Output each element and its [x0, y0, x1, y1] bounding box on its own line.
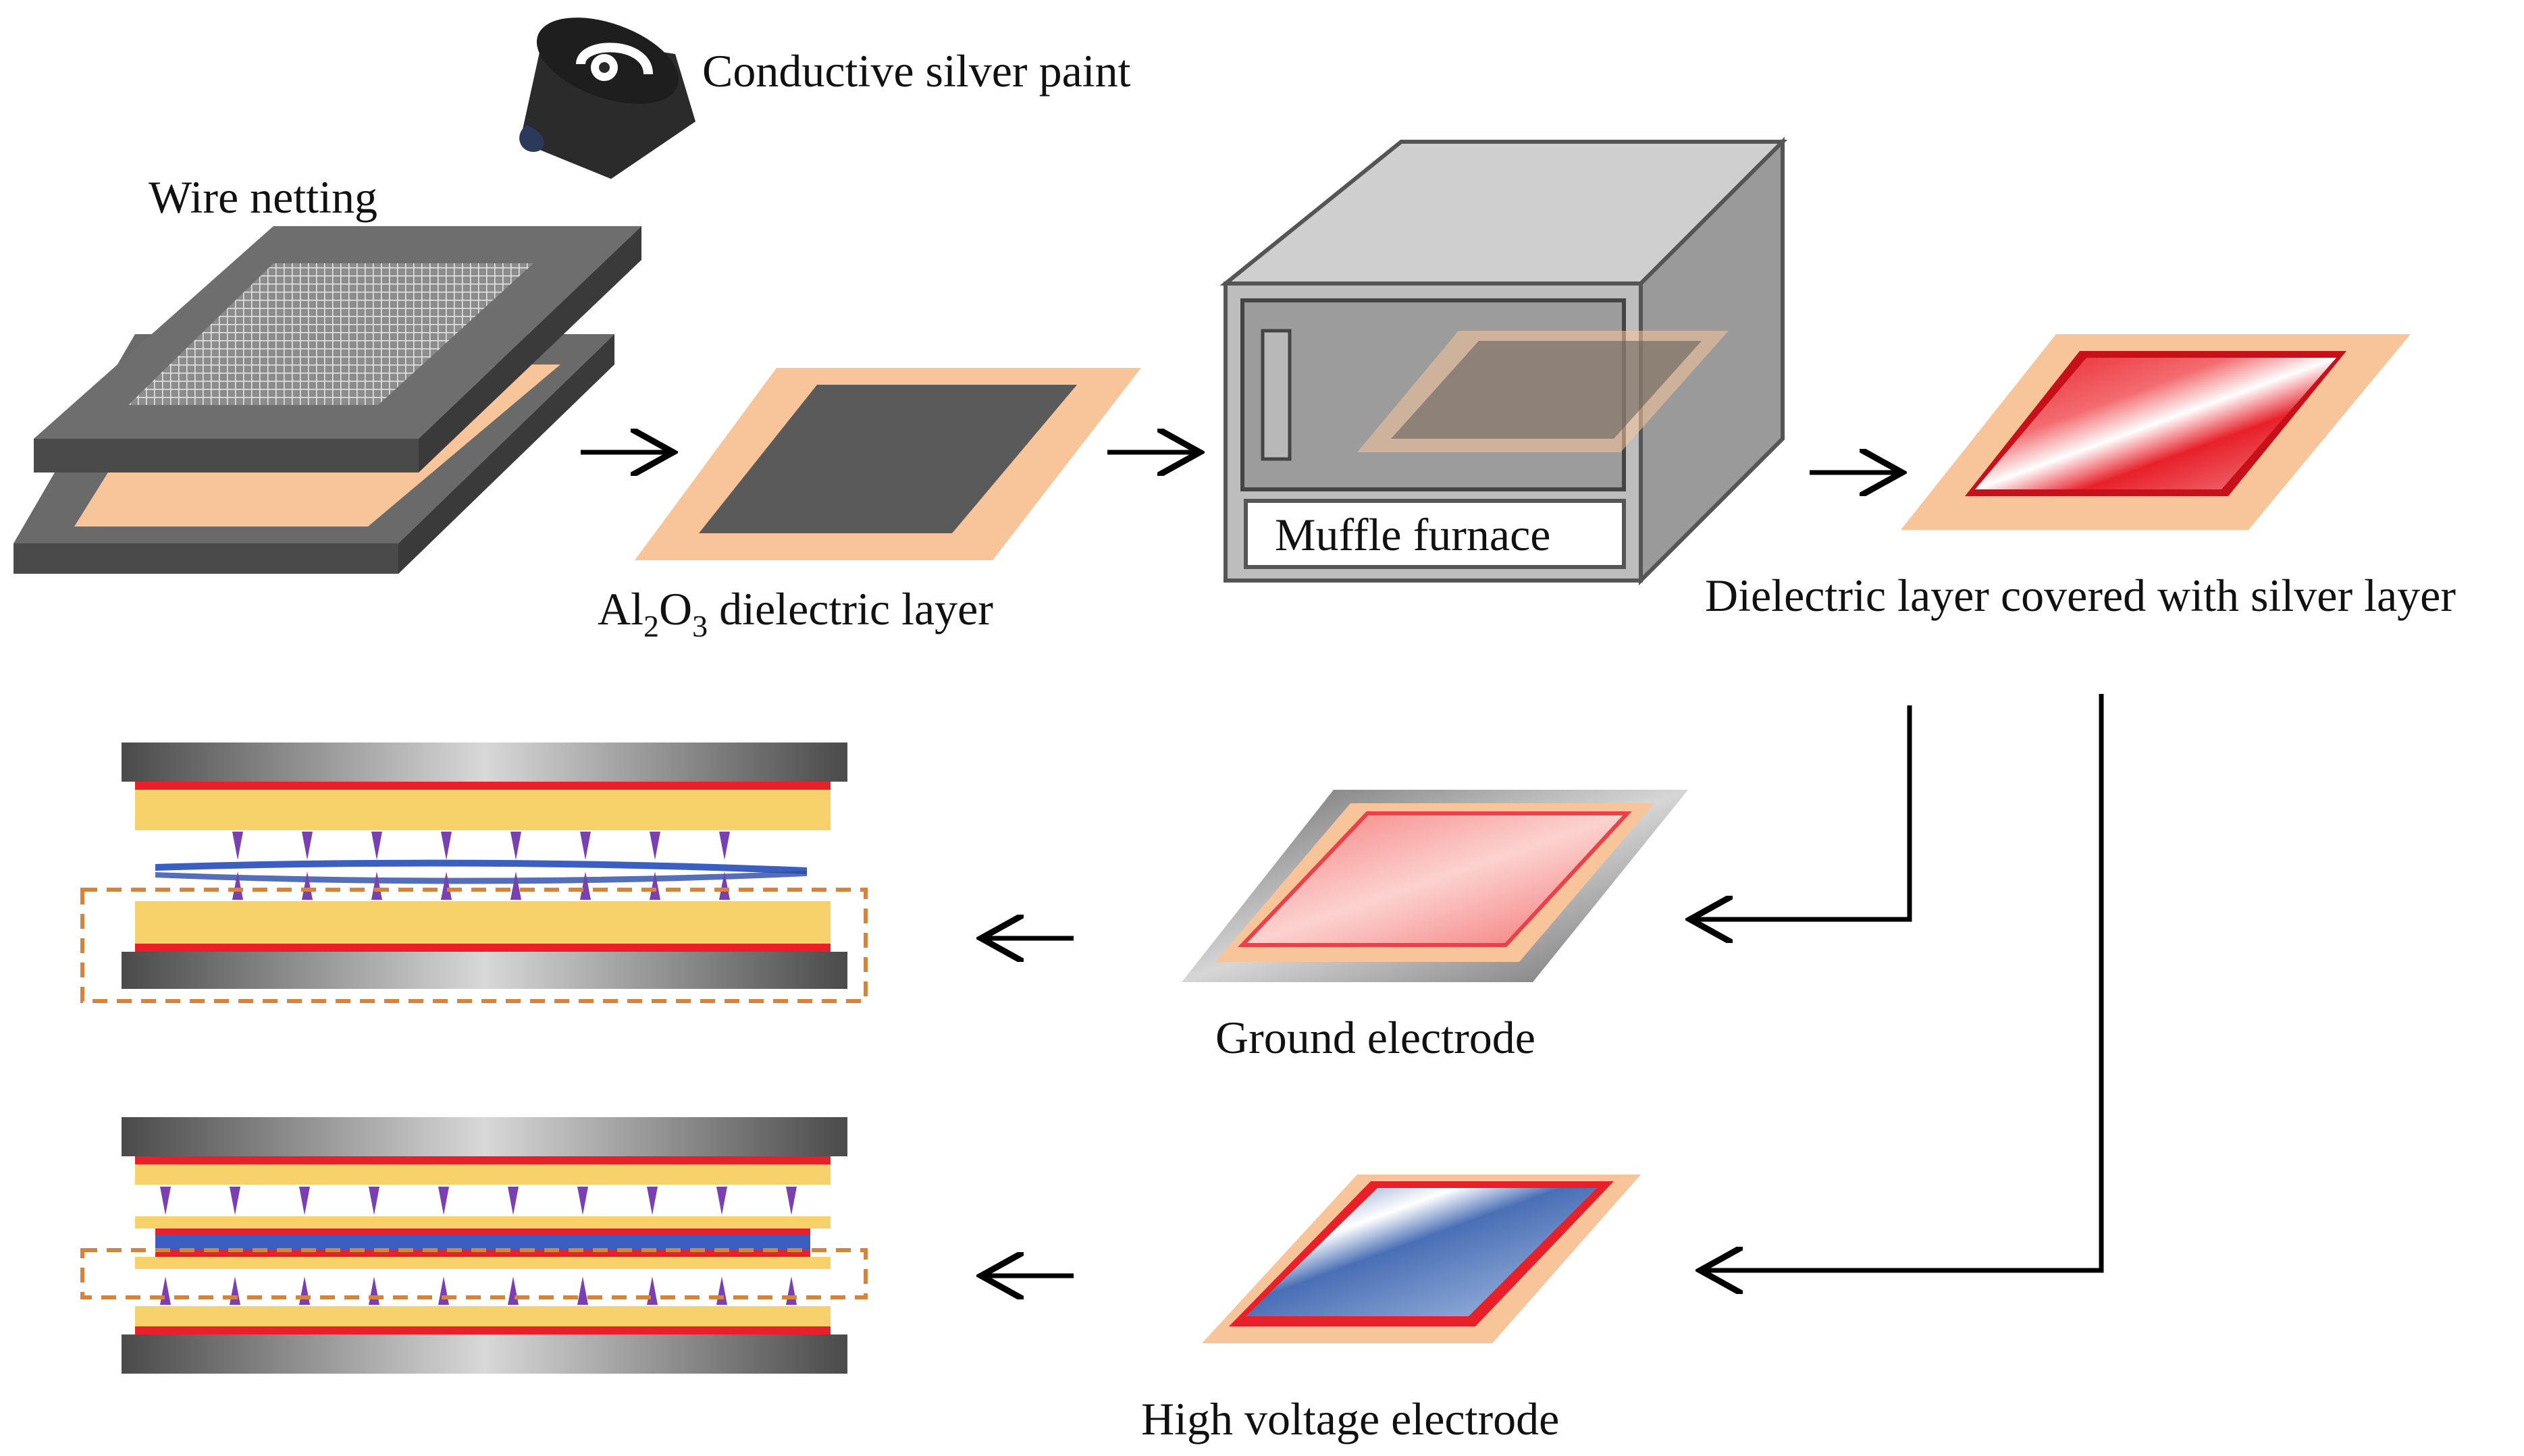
silver-covered-dielectric — [1901, 334, 2411, 530]
discharge-filament — [160, 1276, 171, 1305]
ground-electrode-plate — [1182, 790, 1688, 982]
discharge-filament — [438, 1276, 449, 1305]
paint-bucket-icon — [519, 18, 695, 179]
connector-high-voltage — [1705, 694, 2104, 1270]
dashed-highlight — [80, 888, 868, 1003]
discharge-filament — [580, 871, 591, 900]
furnace-handle — [1261, 329, 1292, 461]
bottom-electrode-bar-2 — [122, 1334, 847, 1374]
wire-netting-stack — [14, 226, 641, 574]
conductive-silver-paint-label: Conductive silver paint — [702, 45, 1131, 97]
discharge-filament — [716, 1276, 727, 1305]
discharge-filament — [371, 871, 382, 900]
al2o3-dielectric-plate — [635, 368, 1141, 560]
muffle-furnace-label: Muffle furnace — [1275, 509, 1550, 560]
top-electrode-bar-2 — [122, 1117, 847, 1156]
bottom-electrode-bar — [122, 952, 847, 989]
discharge-filament — [299, 1276, 310, 1305]
discharge-filament — [510, 871, 521, 900]
discharge-filament — [302, 871, 313, 900]
discharge-filament — [508, 1276, 519, 1305]
discharge-filaments-upper — [232, 832, 730, 860]
assembly-double-discharge — [80, 1117, 868, 1374]
discharge-filament — [577, 1276, 588, 1305]
wire-netting-label: Wire netting — [149, 171, 377, 223]
discharge-filament — [441, 871, 452, 900]
al2o3-dielectric-label: Al2O3 dielectric layer — [598, 583, 993, 643]
discharge-filaments-upper-2 — [160, 1187, 797, 1215]
wire-mesh — [128, 263, 533, 405]
connector-ground — [1695, 705, 1912, 919]
high-voltage-electrode-label: High voltage electrode — [1141, 1393, 1559, 1445]
discharge-filament — [647, 1276, 658, 1305]
discharge-filament — [232, 871, 243, 900]
dielectric-silver-label: Dielectric layer covered with silver lay… — [1705, 570, 2456, 621]
discharge-filament — [369, 1276, 379, 1305]
high-voltage-electrode-plate — [1202, 1175, 1641, 1343]
assembly-single-discharge — [80, 743, 868, 1003]
discharge-filament — [786, 1276, 797, 1305]
dashed-highlight-2 — [80, 1248, 868, 1299]
discharge-filament — [650, 871, 660, 900]
discharge-filament — [719, 871, 730, 900]
discharge-filaments-lower-2 — [160, 1276, 797, 1305]
discharge-filaments-lower — [232, 871, 730, 900]
top-electrode-bar — [122, 743, 847, 782]
discharge-filament — [230, 1276, 240, 1305]
ground-electrode-label: Ground electrode — [1215, 1012, 1535, 1063]
muffle-furnace — [1219, 136, 1788, 586]
